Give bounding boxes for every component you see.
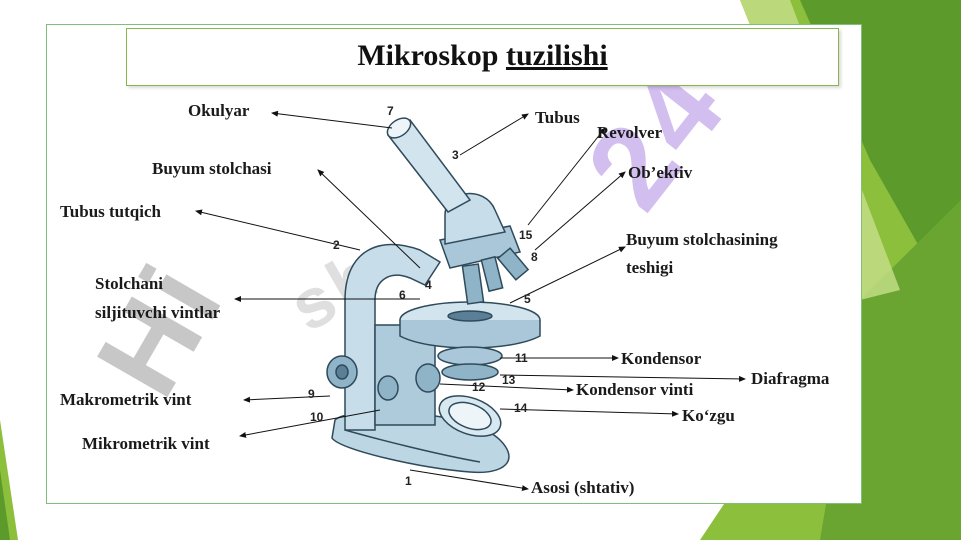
part-number-11: 11	[515, 351, 528, 365]
title-box: Mikroskop tuzilishi	[126, 28, 839, 86]
label-mikrometrik-vint: Mikrometrik vint	[82, 434, 210, 453]
title-part1: Mikroskop	[357, 39, 506, 72]
part-number-15: 15	[519, 228, 533, 242]
part-number-4: 4	[425, 278, 432, 292]
label-diafragma: Diafragma	[751, 369, 830, 388]
title-part2: tuzilishi	[505, 39, 608, 72]
part-number-8: 8	[531, 250, 538, 264]
label-stolcha-teshigi-line1: Buyum stolchasining	[626, 230, 778, 249]
label-kondensor: Kondensor	[621, 349, 702, 368]
page-title: Mikroskop tuzilishi	[127, 39, 838, 73]
part-number-7: 7	[387, 104, 394, 118]
part-number-9: 9	[308, 387, 315, 401]
label-obektiv: Ob’ektiv	[628, 163, 693, 182]
label-kozgu: Ko‘zgu	[682, 406, 735, 425]
label-tubus: Tubus	[535, 108, 580, 127]
part-number-10: 10	[310, 410, 324, 424]
part-number-5: 5	[524, 292, 531, 306]
part-number-12: 12	[472, 380, 486, 394]
leader-lines	[195, 110, 746, 492]
label-buyum-stolchasi: Buyum stolchasi	[152, 159, 272, 178]
label-revolver: Revolver	[597, 123, 663, 142]
label-stolchani-line1: Stolchani	[95, 274, 164, 293]
part-number-6: 6	[399, 288, 406, 302]
label-makrometrik-vint: Makrometrik vint	[60, 390, 192, 409]
label-stolcha-teshigi-line2: teshigi	[626, 258, 674, 277]
part-number-14: 14	[514, 401, 528, 415]
microscope-illustration	[326, 117, 541, 474]
label-tubus-tutqich: Tubus tutqich	[60, 202, 161, 221]
label-stolchani-line2: siljituvchi vintlar	[95, 303, 221, 322]
label-okulyar: Okulyar	[188, 101, 250, 120]
label-kondensor-vinti: Kondensor vinti	[576, 380, 694, 399]
part-number-2: 2	[333, 238, 340, 252]
part-number-3: 3	[452, 148, 459, 162]
part-number-1: 1	[405, 474, 412, 488]
label-asosi: Asosi (shtativ)	[531, 478, 635, 497]
part-number-13: 13	[502, 373, 516, 387]
